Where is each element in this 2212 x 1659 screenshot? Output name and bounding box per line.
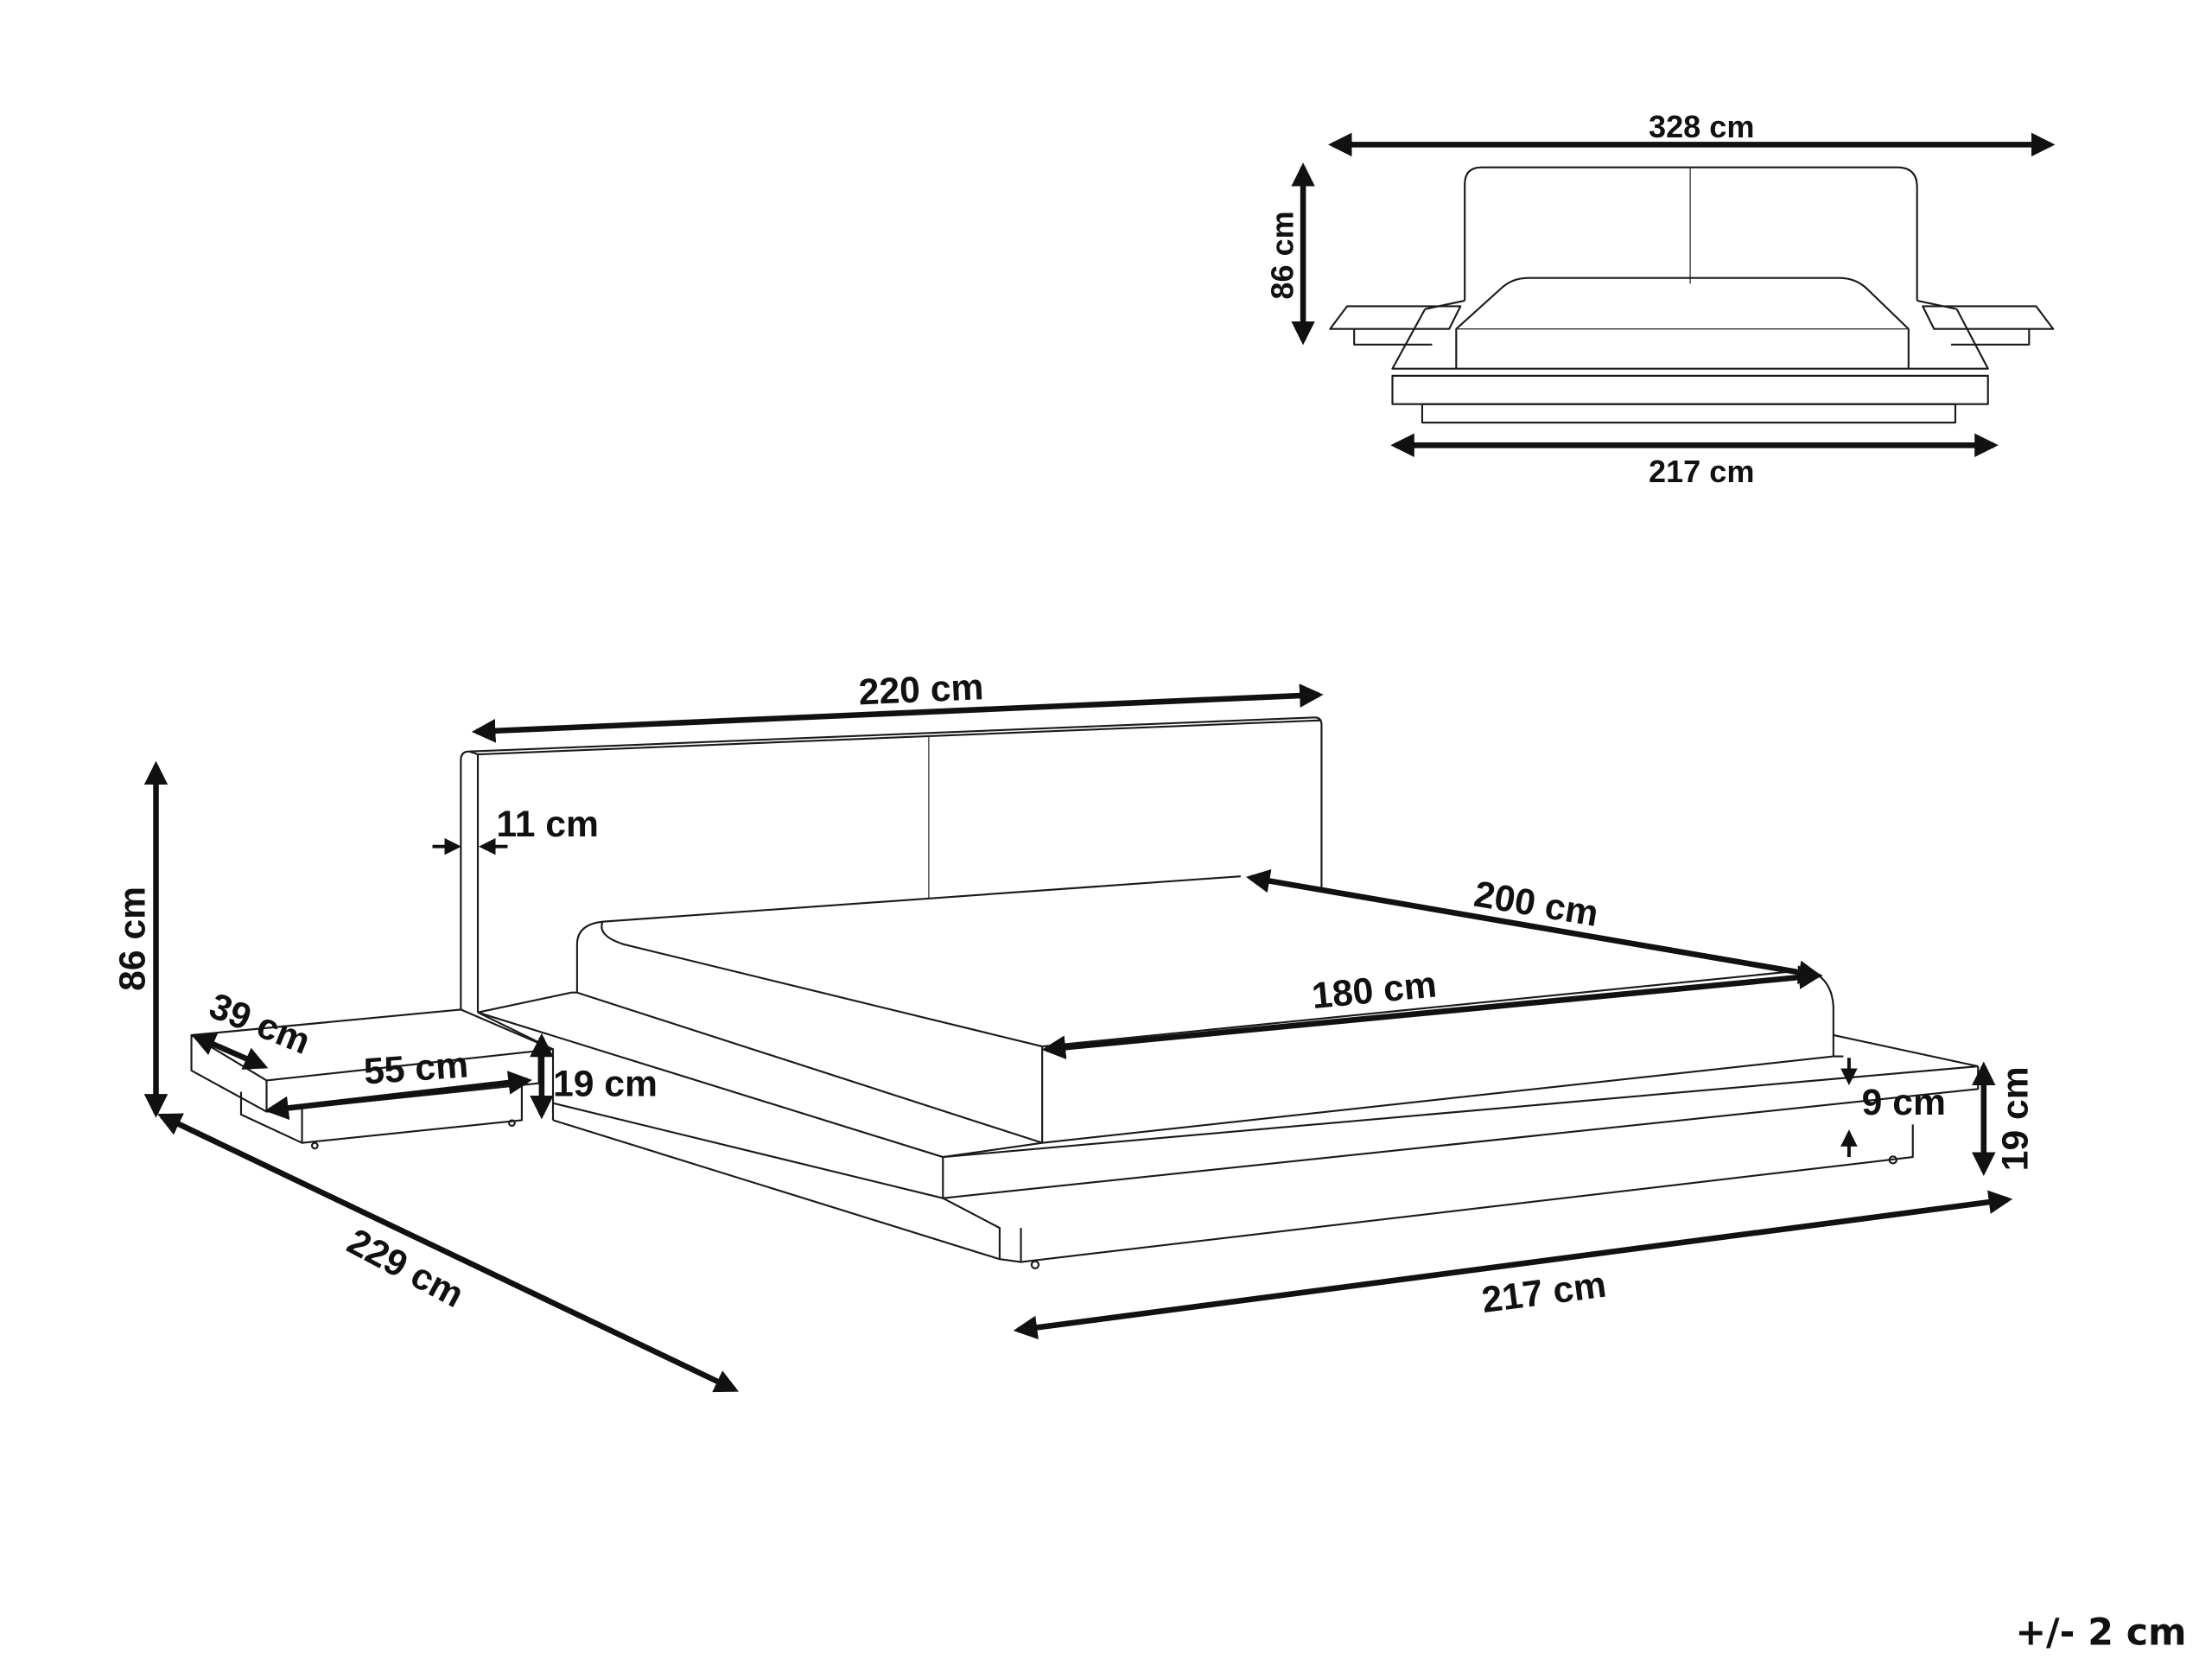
nightstand-foot-right <box>508 1119 516 1128</box>
headboard-width-label: 220 cm <box>858 666 985 713</box>
frame-top-inner <box>943 1055 1844 1159</box>
front-total-width-label: 328 cm <box>1649 109 1754 144</box>
frame-foot <box>1030 1260 1040 1269</box>
total-height-label: 86 cm <box>111 887 153 991</box>
front-frame-rail <box>1391 374 1989 405</box>
nightstand-depth-label: 39 cm <box>204 985 316 1063</box>
nightstand-width-label: 55 cm <box>362 1044 469 1092</box>
front-frame-top <box>1391 299 1989 370</box>
headboard-thickness-label: 11 cm <box>496 804 599 845</box>
frame-height-label: 19 cm <box>1995 1066 2037 1171</box>
nightstand-depth-arrow <box>191 1033 269 1070</box>
front-height-label: 86 cm <box>1265 211 1300 299</box>
frame-width-label: 217 cm <box>1479 1264 1609 1321</box>
frame-front-face <box>552 1102 1914 1263</box>
perspective-view: 220 cm 11 cm 86 cm 200 cm 180 cm 39 cm 5… <box>111 666 2037 1393</box>
front-nightstand-right <box>1922 305 2055 346</box>
nightstand-height-label: 19 cm <box>553 1064 658 1105</box>
front-view: 328 cm 86 cm 217 cm <box>1265 109 2056 489</box>
tolerance-note: +/- 2 cm <box>2015 1611 2186 1655</box>
total-length-arrow <box>157 1113 740 1393</box>
frame-width-arrow <box>1013 1190 2013 1340</box>
front-nightstand-left <box>1329 305 1462 346</box>
mattress-length-arrow <box>1245 868 1823 984</box>
front-base-width-label: 217 cm <box>1649 454 1754 489</box>
frame-foot-right <box>1888 1155 1897 1165</box>
front-frame-base <box>1421 403 1957 424</box>
frame-top <box>477 991 1980 1199</box>
nightstand-foot <box>310 1141 319 1150</box>
mattress <box>575 875 1834 1144</box>
nightstand-width-arrow <box>264 1071 532 1121</box>
front-headboard <box>1464 166 1918 301</box>
mattress-width-arrow <box>1041 965 1823 1059</box>
headboard <box>460 716 1323 1013</box>
frame-gap-label: 9 cm <box>1862 1082 1946 1123</box>
headboard-width-arrow <box>471 683 1324 743</box>
front-mattress <box>1455 276 1910 369</box>
